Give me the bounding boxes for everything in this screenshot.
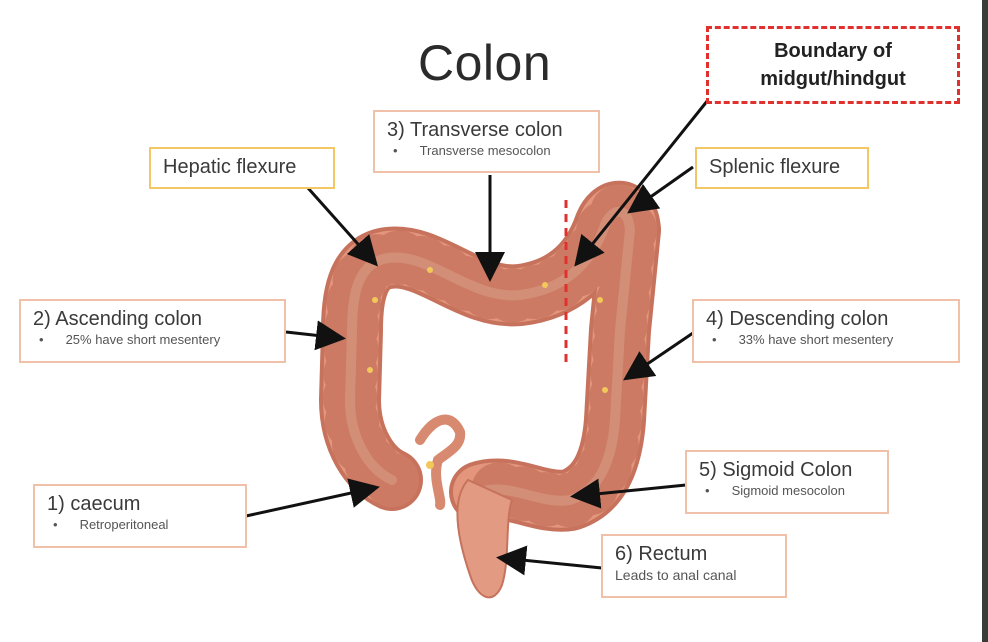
sigmoid-note-row: • Sigmoid mesocolon	[699, 482, 875, 500]
transverse-heading: 3) Transverse colon	[387, 118, 586, 142]
bullet: •	[705, 483, 710, 498]
boundary-line1: Boundary of	[719, 37, 947, 65]
arrow-rectum	[502, 558, 602, 568]
bullet: •	[39, 332, 44, 347]
descending-note-row: • 33% have short mesentery	[706, 331, 946, 349]
window-edge	[982, 0, 988, 642]
descending-heading: 4) Descending colon	[706, 307, 946, 331]
rectum-note: Leads to anal canal	[615, 566, 773, 584]
splenic-heading: Splenic flexure	[709, 155, 855, 179]
caecum-label: 1) caecum • Retroperitoneal	[33, 484, 247, 548]
caecum-note: Retroperitoneal	[80, 517, 169, 532]
ascending-colon-label: 2) Ascending colon • 25% have short mesen…	[19, 299, 286, 363]
bullet: •	[393, 143, 398, 158]
ascending-heading: 2) Ascending colon	[33, 307, 272, 331]
boundary-line2: midgut/hindgut	[719, 65, 947, 93]
descending-note: 33% have short mesentery	[739, 332, 894, 347]
rectum-label: 6) Rectum Leads to anal canal	[601, 534, 787, 598]
arrow-hepatic	[308, 188, 374, 262]
splenic-flexure-label: Splenic flexure	[695, 147, 869, 189]
arrow-caecum	[246, 488, 374, 516]
transverse-note-row: • Transverse mesocolon	[387, 142, 586, 160]
sigmoid-heading: 5) Sigmoid Colon	[699, 458, 875, 482]
ascending-note: 25% have short mesentery	[66, 332, 221, 347]
rectum-shape	[457, 480, 512, 597]
rectum-heading: 6) Rectum	[615, 542, 773, 566]
sigmoid-note: Sigmoid mesocolon	[732, 483, 845, 498]
descending-colon-label: 4) Descending colon • 33% have short mese…	[692, 299, 960, 363]
ascending-note-row: • 25% have short mesentery	[33, 331, 272, 349]
caecum-heading: 1) caecum	[47, 492, 233, 516]
bullet: •	[53, 517, 58, 532]
caecum-note-row: • Retroperitoneal	[47, 516, 233, 534]
boundary-label: Boundary of midgut/hindgut	[706, 26, 960, 104]
bullet: •	[712, 332, 717, 347]
hepatic-heading: Hepatic flexure	[163, 155, 321, 179]
transverse-note: Transverse mesocolon	[420, 143, 551, 158]
hepatic-flexure-label: Hepatic flexure	[149, 147, 335, 189]
transverse-colon-label: 3) Transverse colon • Transverse mesocolo…	[373, 110, 600, 173]
sigmoid-colon-label: 5) Sigmoid Colon • Sigmoid mesocolon	[685, 450, 889, 514]
